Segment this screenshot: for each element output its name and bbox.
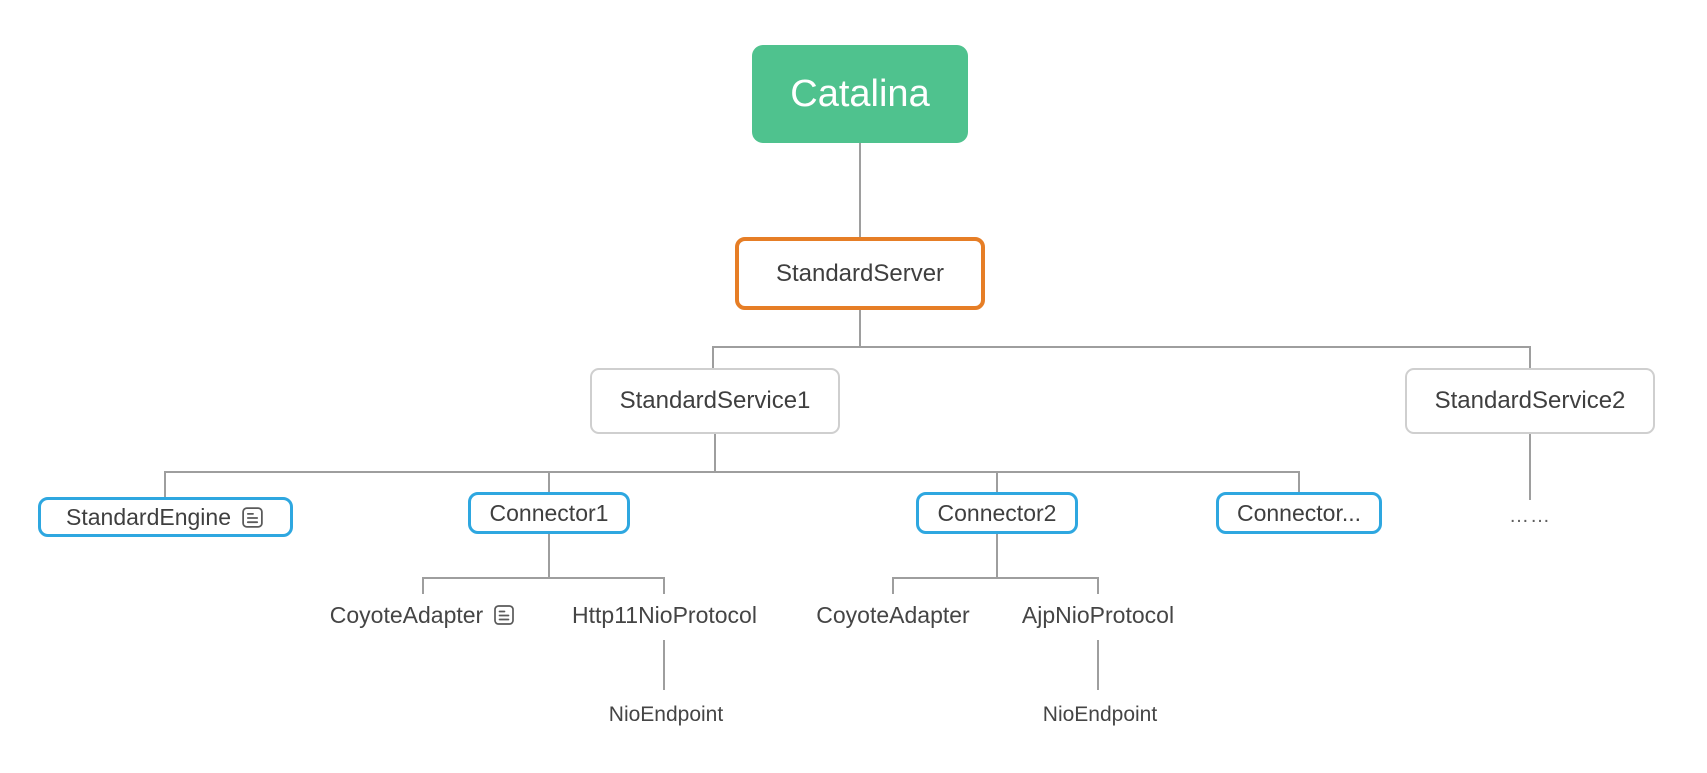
node-standard-engine[interactable]: StandardEngine	[38, 497, 293, 537]
node-connector-more-label: Connector...	[1236, 499, 1362, 526]
node-nio-endpoint1-label: NioEndpoint	[608, 703, 724, 726]
node-connector1[interactable]: Connector1	[468, 492, 630, 534]
node-service2-ellipsis-label: ……	[1509, 504, 1551, 527]
node-catalina[interactable]: Catalina	[752, 45, 968, 143]
node-coyote-adapter1-label: CoyoteAdapter	[329, 601, 484, 628]
node-service2-ellipsis: ……	[1480, 502, 1580, 530]
node-ajp-nio-protocol-label: AjpNioProtocol	[1021, 601, 1175, 628]
node-catalina-label: Catalina	[790, 72, 930, 115]
node-standard-service1[interactable]: StandardService1	[590, 368, 840, 434]
node-standard-server[interactable]: StandardServer	[735, 237, 985, 310]
node-nio-endpoint2-label: NioEndpoint	[1042, 703, 1158, 726]
node-connector2-label: Connector2	[937, 499, 1057, 526]
node-coyote-adapter1: CoyoteAdapter	[313, 598, 533, 632]
node-coyote-adapter2: CoyoteAdapter	[808, 598, 978, 632]
node-connector1-label: Connector1	[489, 499, 609, 526]
node-standard-service2[interactable]: StandardService2	[1405, 368, 1655, 434]
node-nio-endpoint1: NioEndpoint	[601, 700, 731, 730]
node-standard-server-label: StandardServer	[775, 259, 945, 287]
node-connector-more[interactable]: Connector...	[1216, 492, 1382, 534]
node-coyote-adapter2-label: CoyoteAdapter	[816, 601, 970, 628]
node-nio-endpoint2: NioEndpoint	[1035, 700, 1165, 730]
node-connector2[interactable]: Connector2	[916, 492, 1078, 534]
node-http11-nio-protocol: Http11NioProtocol	[552, 598, 777, 632]
node-standard-service1-label: StandardService1	[619, 387, 811, 414]
note-icon	[240, 505, 265, 530]
node-ajp-nio-protocol: AjpNioProtocol	[1013, 598, 1183, 632]
node-standard-engine-label: StandardEngine	[66, 503, 231, 530]
node-http11-nio-protocol-label: Http11NioProtocol	[572, 601, 757, 628]
note-icon	[492, 603, 516, 627]
node-standard-service2-label: StandardService2	[1434, 387, 1626, 414]
